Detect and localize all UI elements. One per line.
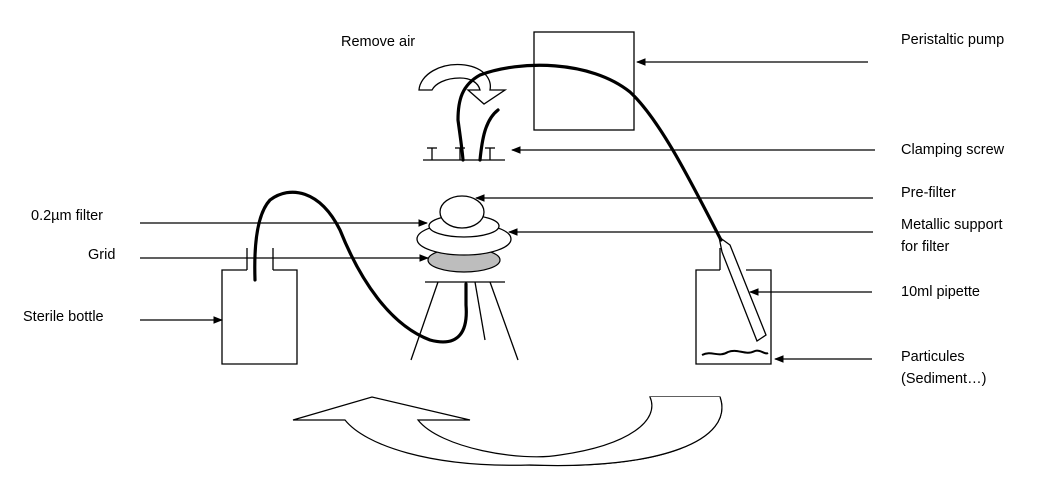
pipette-icon <box>718 235 767 342</box>
label-metallic-support-line2: for filter <box>901 239 950 255</box>
sterile-bottle-icon <box>221 248 298 365</box>
label-filter: 0.2µm filter <box>31 208 104 224</box>
pre-filter-icon <box>439 195 485 229</box>
label-arrows <box>140 58 875 363</box>
label-sterile-bottle: Sterile bottle <box>23 309 104 325</box>
label-particules-line2: (Sediment…) <box>901 371 987 387</box>
label-pre-filter: Pre-filter <box>901 185 956 201</box>
label-metallic-support: Metallic support for filter <box>901 214 1003 258</box>
label-metallic-support-line1: Metallic support <box>901 217 1003 233</box>
peristaltic-pump-box <box>533 31 635 131</box>
filter-stand-icon <box>410 281 519 361</box>
label-peristaltic-pump: Peristaltic pump <box>901 32 1005 48</box>
label-particules-line1: Particules <box>901 349 965 365</box>
label-particules: Particules (Sediment…) <box>901 346 986 390</box>
label-clamping-screw: Clamping screw <box>901 142 1005 158</box>
label-grid: Grid <box>88 247 116 263</box>
sediment-container-icon <box>695 248 772 365</box>
label-remove-air: Remove air <box>341 34 416 50</box>
label-pipette: 10ml pipette <box>901 284 980 300</box>
tubing <box>253 63 723 344</box>
cycle-arrow-icon <box>292 396 723 467</box>
